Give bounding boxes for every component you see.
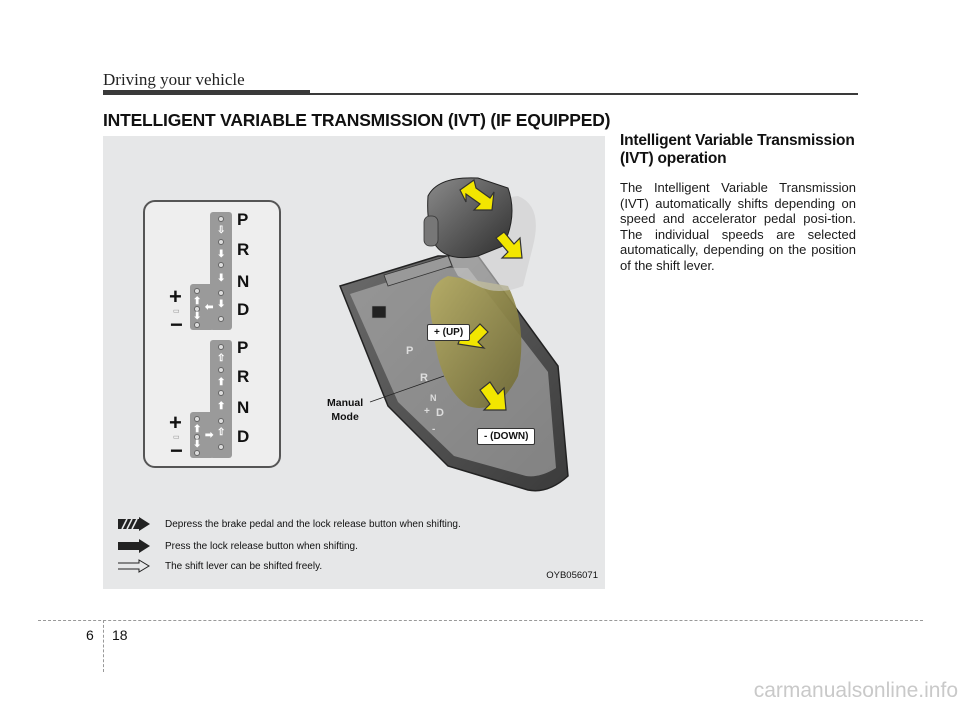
gear-label-n: N: [237, 272, 250, 291]
header-title: Driving your vehicle: [103, 70, 245, 89]
minus-sign: −: [170, 438, 183, 463]
yellow-arrow-icon: [479, 381, 507, 411]
plus-sign: +: [169, 284, 182, 309]
down-label: - (DOWN): [477, 428, 536, 445]
legend-text: Depress the brake pedal and the lock rel…: [165, 518, 461, 530]
chapter-number: 6: [86, 627, 94, 643]
up-arrow-icon: ⬆: [217, 377, 226, 388]
gate-dot: [194, 322, 200, 328]
gate-dot: [194, 450, 200, 456]
legend-item: Depress the brake pedal and the lock rel…: [117, 516, 461, 532]
shift-lever-figure: ⇩ ⬇ ⬇ ⬇ ⬅ ⬆ ⬇ ⇧ ⬆ ⬆ ⇧ ➡ ⬆ ⬇ P R N D +: [103, 136, 605, 589]
gate-dot: [218, 367, 224, 373]
yellow-arrow-icon: [495, 231, 523, 259]
gate-dot: [218, 239, 224, 245]
gate-dot: [218, 316, 224, 322]
svg-text:N: N: [430, 393, 437, 403]
legend-text: Press the lock release button when shift…: [165, 540, 358, 552]
gear-label-p: P: [237, 338, 249, 357]
content-column: Intelligent Variable Transmission (IVT) …: [620, 132, 856, 273]
outline-up-arrow-icon: ⇧: [217, 427, 226, 438]
gate-dot: [194, 306, 200, 312]
hatched-down-arrow-icon: ⇩: [217, 225, 226, 236]
legend-item: The shift lever can be shifted freely.: [117, 558, 322, 574]
page-number: 18: [112, 627, 128, 643]
yellow-arrow-icon: [459, 178, 495, 211]
down-arrow-icon: ⬇: [217, 273, 226, 284]
shift-lever-illustration: P R N D + -: [339, 177, 569, 492]
svg-text:-: -: [432, 424, 435, 435]
svg-text:P: P: [406, 345, 413, 357]
down-arrow-icon: ⬇: [217, 299, 226, 310]
gate-dot: [218, 216, 224, 222]
gate-dot: [194, 288, 200, 294]
gate-dot: [218, 390, 224, 396]
gate-slot-upper: [210, 212, 232, 330]
up-arrow-icon: ⬆: [193, 296, 202, 307]
svg-text:R: R: [420, 372, 428, 384]
gear-label-r: R: [237, 367, 250, 386]
watermark: carmanualsonline.info: [753, 679, 958, 702]
gate-dot: [218, 444, 224, 450]
legend-text: The shift lever can be shifted freely.: [165, 560, 323, 572]
up-label: + (UP): [427, 324, 471, 341]
svg-text:+: +: [424, 406, 430, 417]
body-paragraph: The Intelligent Variable Transmission (I…: [620, 180, 856, 273]
gear-label-d: D: [237, 427, 250, 446]
hatched-arrow-icon: [118, 517, 150, 531]
figure-code: OYB056071: [546, 570, 598, 581]
gate-dot: [218, 344, 224, 350]
shift-gate-diagram: ⇩ ⬇ ⬇ ⬇ ⬅ ⬆ ⬇ ⇧ ⬆ ⬆ ⇧ ➡ ⬆ ⬇ P R N D +: [143, 200, 281, 468]
down-arrow-icon: ⬇: [193, 311, 202, 322]
gear-label-p: P: [237, 210, 249, 229]
header-rule-thick: [103, 90, 310, 95]
footer-divider: [103, 620, 104, 672]
manual-mode-label: Manual Mode: [327, 397, 364, 423]
gate-slot-lower: [210, 340, 232, 458]
solid-arrow-icon: [118, 539, 150, 553]
svg-text:D: D: [436, 407, 444, 419]
gate-dot: [218, 418, 224, 424]
manual-gate-marker: ▭: [173, 434, 180, 441]
footer-rule: [38, 620, 923, 621]
outline-up-arrow-icon: ⇧: [217, 353, 226, 364]
outline-arrow-icon: [118, 559, 150, 573]
manual-mode-leader: [369, 375, 445, 403]
down-arrow-icon: ⬇: [193, 439, 202, 450]
gear-label-d: D: [237, 300, 250, 319]
legend-item: Press the lock release button when shift…: [117, 538, 358, 554]
gate-dot: [218, 262, 224, 268]
gate-dot: [194, 434, 200, 440]
gate-dot: [218, 290, 224, 296]
manual-gate-marker: ▭: [173, 308, 180, 315]
left-arrow-icon: ⬅: [205, 302, 214, 313]
minus-sign: −: [170, 312, 183, 337]
up-arrow-icon: ⬆: [193, 424, 202, 435]
down-arrow-icon: ⬇: [217, 249, 226, 260]
gate-dot: [194, 416, 200, 422]
plus-sign: +: [169, 410, 182, 435]
right-arrow-icon: ➡: [205, 430, 214, 441]
section-title: INTELLIGENT VARIABLE TRANSMISSION (IVT) …: [103, 110, 611, 130]
up-arrow-icon: ⬆: [217, 401, 226, 412]
gear-label-n: N: [237, 398, 250, 417]
gear-label-r: R: [237, 240, 250, 259]
subsection-title: Intelligent Variable Transmission (IVT) …: [620, 132, 855, 167]
header-rule-thin: [310, 93, 858, 95]
